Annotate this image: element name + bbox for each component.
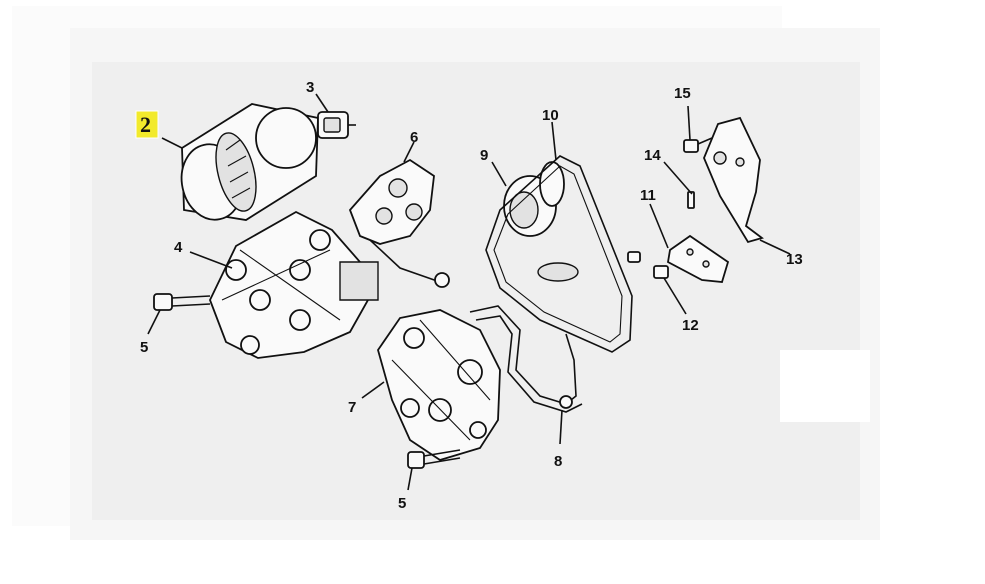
bolt-part-bottom[interactable] (407, 449, 461, 469)
highlight-box (135, 110, 159, 139)
tensioner-bracket-part[interactable] (703, 116, 764, 244)
bolt-part-left[interactable] (153, 293, 211, 311)
callout-14[interactable]: 14 (644, 147, 661, 164)
callout-4[interactable]: 4 (174, 239, 183, 256)
gasket-part-lower[interactable] (469, 305, 583, 413)
gasket-part-upper[interactable] (348, 158, 450, 288)
bolt-part-15[interactable] (683, 137, 713, 153)
pin-part[interactable] (687, 191, 695, 209)
callout-15[interactable]: 15 (674, 85, 691, 102)
leader-lines (147, 93, 791, 491)
callout-3[interactable]: 3 (306, 79, 314, 96)
callout-2[interactable]: 2 (140, 112, 151, 137)
oil-filter-part[interactable] (175, 103, 319, 225)
callout-6[interactable]: 6 (410, 129, 418, 146)
callout-5-left[interactable]: 5 (140, 339, 148, 356)
callout-10[interactable]: 10 (542, 107, 559, 124)
guide-rail-part[interactable] (667, 234, 730, 283)
callout-7[interactable]: 7 (348, 399, 356, 416)
timing-sprocket-part[interactable] (503, 161, 565, 237)
callout-5-bottom[interactable]: 5 (398, 495, 406, 512)
front-cover-part[interactable] (377, 309, 501, 461)
callout-11[interactable]: 11 (640, 187, 656, 204)
callout-9[interactable]: 9 (480, 147, 488, 164)
bolt-part-small-b[interactable] (653, 265, 669, 279)
blank-patch (780, 350, 870, 422)
callout-8[interactable]: 8 (554, 453, 562, 470)
timing-belt-part[interactable] (485, 155, 633, 353)
callout-13[interactable]: 13 (786, 251, 803, 268)
callout-12[interactable]: 12 (682, 317, 699, 334)
oil-pump-part[interactable] (209, 210, 379, 359)
bolt-part-small-a[interactable] (627, 251, 641, 263)
fitting-part[interactable] (317, 111, 356, 139)
